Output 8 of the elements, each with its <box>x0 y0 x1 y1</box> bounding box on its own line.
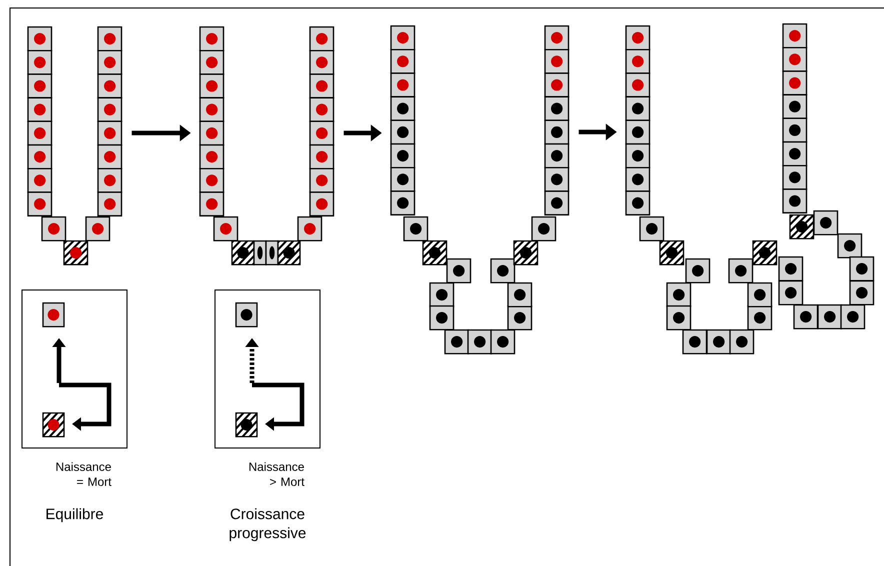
condition-text: Naissance > Mort <box>249 462 304 486</box>
cell-chain-drawing <box>27 26 122 266</box>
cell-chain-drawing <box>625 23 874 354</box>
state-label: Croissance progressive <box>230 508 306 542</box>
cell-chain-drawing <box>390 25 570 354</box>
cell-chain-drawing <box>199 26 334 266</box>
condition-text: Naissance = Mort <box>56 462 112 486</box>
state-label: Equilibre <box>46 508 103 522</box>
